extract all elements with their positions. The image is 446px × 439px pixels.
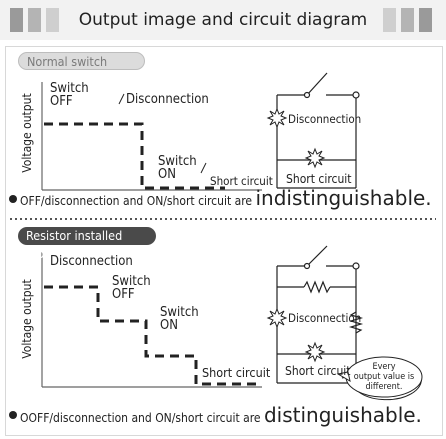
graph1-axes: [41, 82, 262, 191]
circuit-short-label: Short circuit: [285, 364, 351, 378]
summary-1-text: OFF/disconnection and ON/short circuit a…: [20, 194, 256, 208]
bullet-icon: [9, 411, 17, 419]
header-square: [419, 8, 432, 32]
switch-off-label: Switch OFF: [50, 81, 89, 109]
disconnection-label: Disconnection: [50, 254, 133, 269]
graph1-voltage-trace: [44, 122, 225, 190]
header-square: [46, 8, 59, 32]
slash-2: [200, 162, 207, 174]
short-circuit-label: Short circuit: [210, 174, 273, 188]
graph2-axes: [41, 252, 262, 388]
switch-on-label: Switch ON: [160, 305, 199, 333]
disconnection-label: Disconnection: [126, 92, 209, 107]
bullet-icon: [9, 195, 17, 203]
summary-2-text: OOFF/disconnection and ON/short circuit …: [20, 411, 264, 425]
graph2-voltage-trace: [44, 285, 262, 386]
y-axis-label: Voltage output: [20, 93, 34, 173]
y-axis-label: Voltage output: [20, 279, 34, 359]
circuit-disconnection-label: Disconnection: [288, 311, 362, 325]
summary-1-emphasis: indistinguishable.: [255, 186, 432, 210]
section-label-normal-switch: Normal switch: [18, 52, 145, 70]
circuit-short-label: Short circuit: [286, 172, 352, 186]
spark-icon: [267, 108, 287, 128]
short-circuit-label: Short circuit: [202, 365, 271, 380]
header-square: [10, 8, 23, 32]
header-square: [28, 8, 41, 32]
slash-1: [118, 93, 125, 105]
header-square: [383, 8, 396, 32]
circuit-disconnection-label: Disconnection: [288, 112, 362, 126]
summary-2-emphasis: distinguishable.: [263, 403, 422, 427]
switch-off-label: Switch OFF: [112, 274, 151, 302]
spark-icon: [305, 148, 325, 168]
callout-tail: [336, 371, 351, 383]
summary-2: OOFF/disconnection and ON/short circuit …: [20, 403, 422, 427]
switch-on-label: Switch ON: [158, 154, 197, 182]
header-bar: [0, 0, 446, 40]
callout-text: Every output value is different.: [353, 362, 415, 392]
circuit1: [276, 72, 360, 189]
section-label-resistor-type: Resistor installed type: [18, 227, 156, 261]
spark-icon: [267, 308, 287, 328]
spark-icon: [305, 342, 325, 362]
summary-1: OFF/disconnection and ON/short circuit a…: [20, 186, 432, 210]
header-square: [401, 8, 414, 32]
page-title: Output image and circuit diagram: [78, 10, 368, 30]
